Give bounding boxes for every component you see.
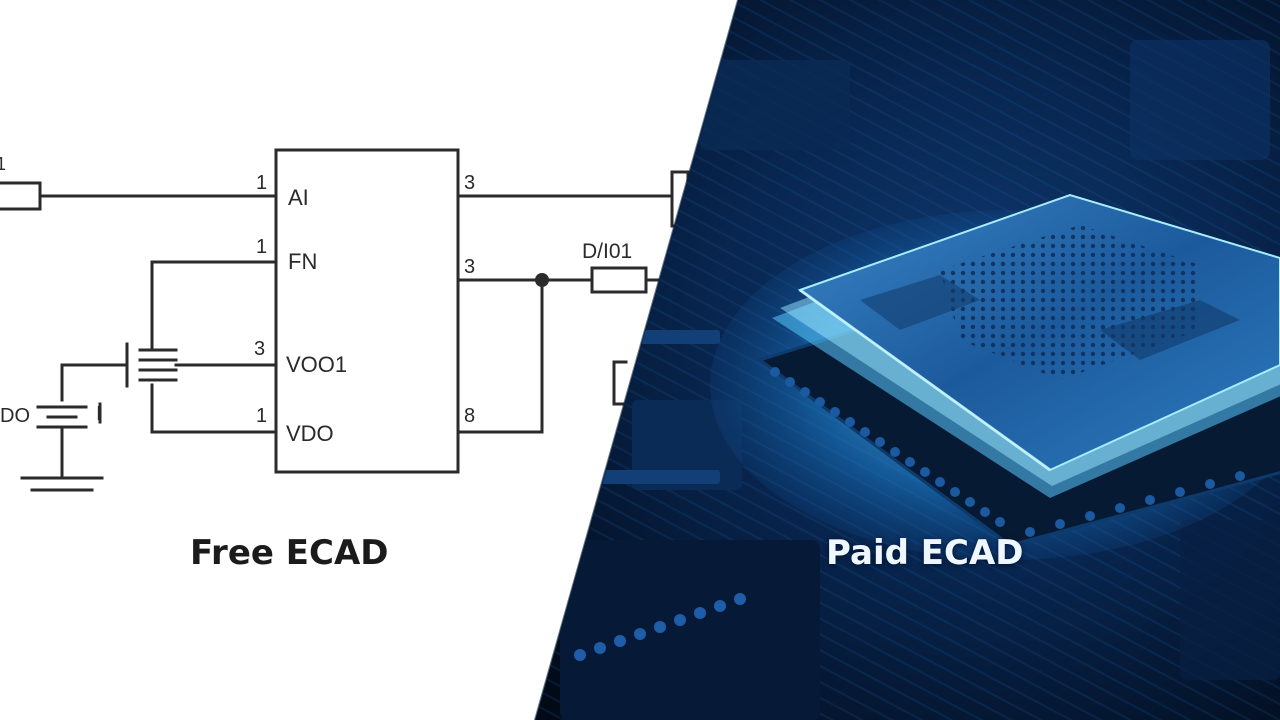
pin-number: 1 xyxy=(256,236,267,258)
source-label: DO xyxy=(0,405,30,427)
pin-number: 3 xyxy=(254,338,265,360)
corner-mark: 1 xyxy=(0,154,6,174)
junction-dot xyxy=(535,273,549,287)
pin-label: VDO xyxy=(286,421,334,446)
pin-label: VOO1 xyxy=(286,352,347,377)
free-ecad-caption: Free ECAD xyxy=(190,533,389,573)
schematic-diagram xyxy=(0,148,690,492)
pin-number: 3 xyxy=(464,172,475,194)
diode-label: D/I01 xyxy=(582,240,632,263)
resistor-left xyxy=(0,181,42,211)
pin-label: FN xyxy=(288,249,317,274)
ic-body xyxy=(274,148,460,474)
pin-number: 1 xyxy=(256,172,267,194)
pin-number: 3 xyxy=(464,256,475,278)
paid-ecad-caption: Paid ECAD xyxy=(826,533,1024,573)
pin-label: AI xyxy=(288,185,309,210)
source-mark: I xyxy=(96,403,102,425)
pcb-photo xyxy=(535,0,1280,720)
pin-number: 8 xyxy=(464,405,475,427)
resistor-right xyxy=(590,266,648,294)
pin-number: 1 xyxy=(256,405,267,427)
